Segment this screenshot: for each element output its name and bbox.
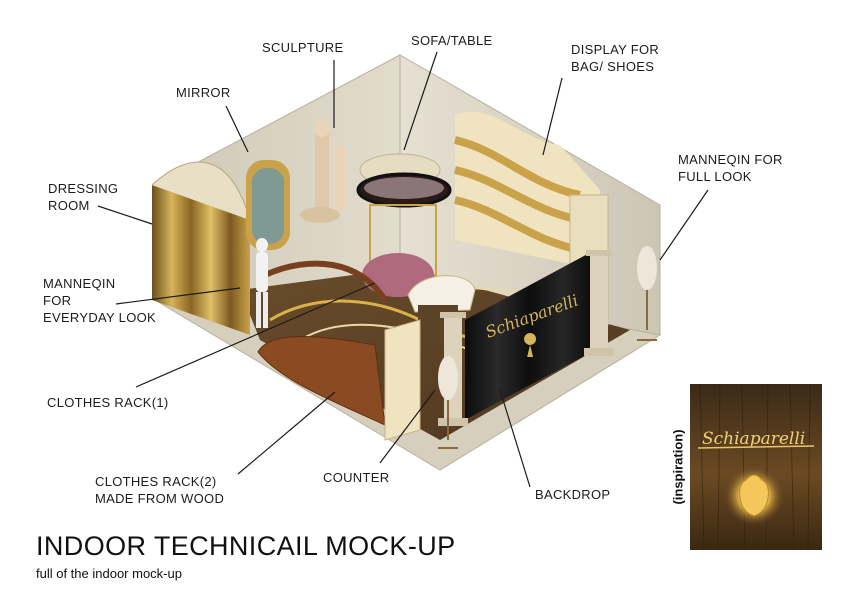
bust-sculpture [739, 474, 769, 517]
label-display-line1: DISPLAY FOR [571, 42, 660, 57]
sculpture [300, 119, 345, 223]
label-sculpture: SCULPTURE [262, 40, 344, 55]
label-clothes-rack-1: CLOTHES RACK(1) [47, 395, 169, 410]
inspiration-label: (inspiration) [670, 429, 686, 505]
label-backdrop: BACKDROP [535, 487, 611, 502]
page-title: INDOOR TECHNICAIL MOCK-UP [36, 531, 456, 561]
column-right [584, 250, 614, 356]
mannequin-everyday [256, 238, 268, 328]
label-display-line2: BAG/ SHOES [571, 59, 655, 74]
inspiration-image: Schiaparelli [690, 384, 822, 550]
label-mannequin-full-line1: MANNEQIN FOR [678, 152, 783, 167]
mannequin-front [438, 356, 458, 449]
front-partition [384, 319, 421, 441]
label-clothes-rack-2-line1: CLOTHES RACK(2) [95, 474, 217, 489]
label-mirror: MIRROR [176, 85, 231, 100]
label-mannequin-full-line2: FULL LOOK [678, 169, 752, 184]
inspiration-logo: Schiaparelli [702, 429, 805, 449]
label-mannequin-everyday-line1: MANNEQIN [43, 276, 116, 291]
clothes-rack-1 [263, 260, 388, 302]
page-subtitle: full of the indoor mock-up [36, 566, 182, 581]
inspiration-label-wrap: (inspiration) [668, 384, 688, 550]
label-dressing-line2: ROOM [48, 198, 90, 213]
inspiration-artwork: Schiaparelli [697, 384, 815, 550]
mannequin-full-look [637, 246, 657, 341]
clothes-rack-2 [257, 336, 386, 426]
label-clothes-rack-2-line2: MADE FROM WOOD [95, 491, 225, 506]
keyhole-icon [524, 333, 537, 357]
label-sofa-table: SOFA/TABLE [411, 33, 493, 48]
label-mannequin-everyday-line3: EVERYDAY LOOK [43, 310, 157, 325]
label-dressing-line1: DRESSING [48, 181, 119, 196]
label-counter: COUNTER [323, 470, 390, 485]
leader-lines [97, 51, 709, 488]
dressing-room-curtain [152, 185, 250, 335]
label-mannequin-everyday-line2: FOR [43, 293, 72, 308]
